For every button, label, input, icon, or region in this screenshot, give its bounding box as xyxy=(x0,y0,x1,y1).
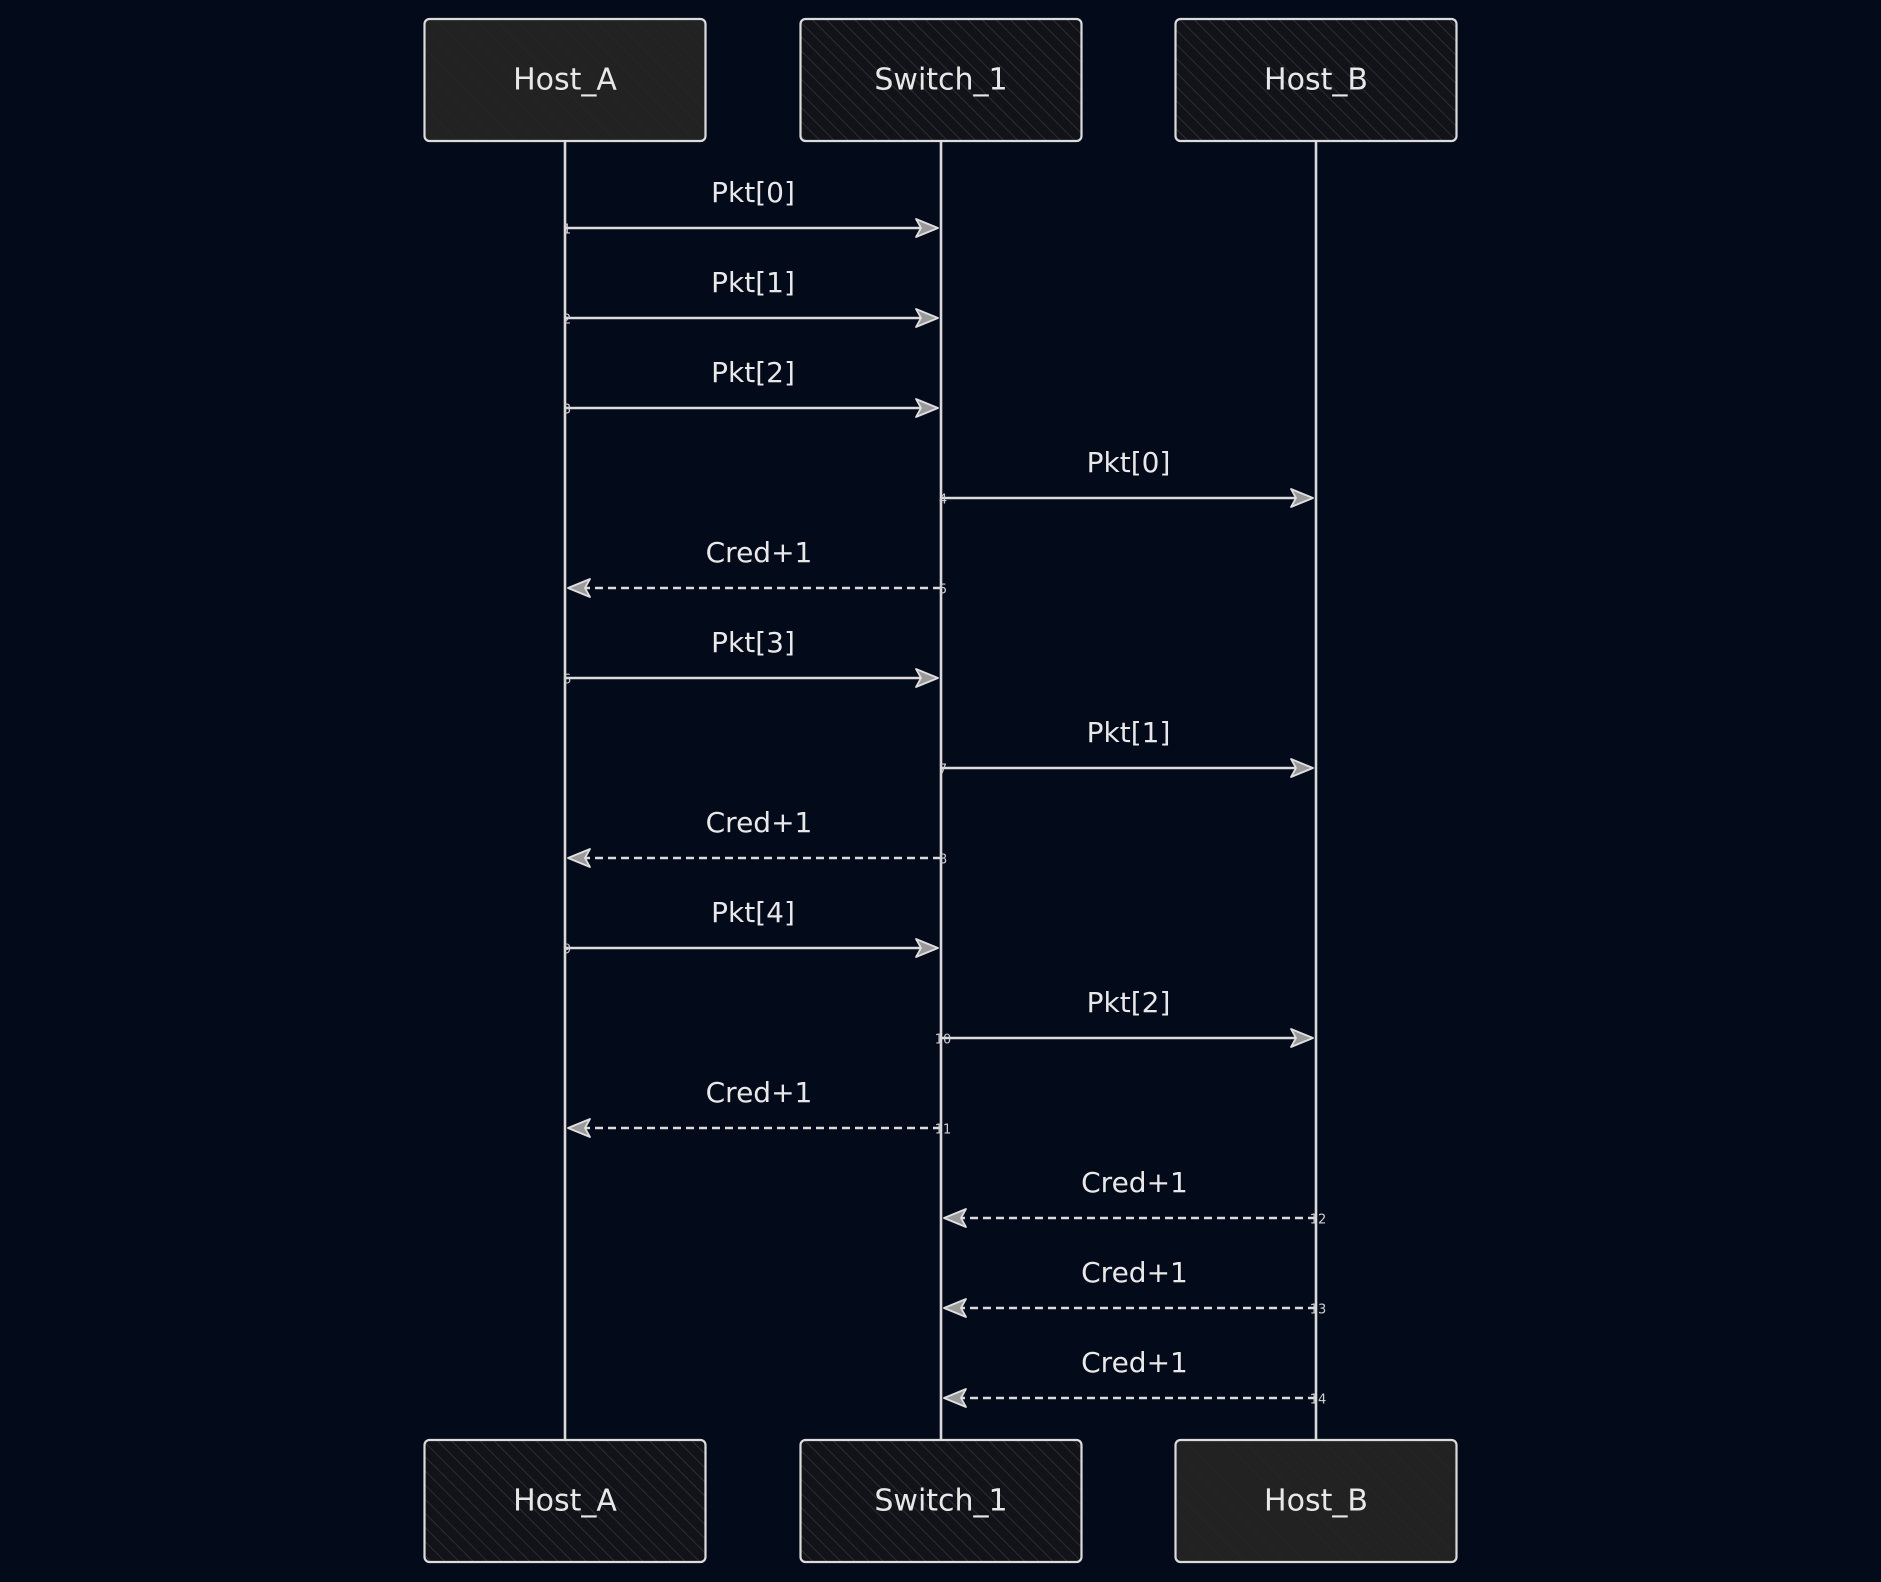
message-label: Pkt[0] xyxy=(1087,446,1171,479)
message-12: Cred+1 12 xyxy=(943,1166,1327,1228)
participants-bottom: Host_A Switch_1 Host_B xyxy=(423,1438,1458,1564)
message-13: Cred+1 13 xyxy=(943,1256,1327,1318)
message-label: Cred+1 xyxy=(1081,1166,1188,1199)
message-1: Pkt[0] 1 xyxy=(563,176,939,238)
sequence-number: 6 xyxy=(563,673,571,688)
arrowhead-icon xyxy=(567,578,591,598)
message-label: Cred+1 xyxy=(706,806,813,839)
participant-box xyxy=(1174,1438,1458,1564)
participant-label: Host_B xyxy=(1264,1484,1368,1519)
sequence-number: 1 xyxy=(563,223,571,238)
message-label: Pkt[2] xyxy=(711,356,795,389)
message-label: Pkt[1] xyxy=(711,266,795,299)
participant-host-b-top: Host_B xyxy=(1174,17,1458,143)
message-label: Pkt[0] xyxy=(711,176,795,209)
arrowhead-icon xyxy=(915,218,939,238)
message-6: Pkt[3] 6 xyxy=(563,626,939,688)
message-label: Pkt[4] xyxy=(711,896,795,929)
participant-box xyxy=(1174,17,1458,143)
message-10: Pkt[2] 10 xyxy=(935,986,1314,1048)
participant-label: Host_A xyxy=(513,63,617,98)
message-label: Cred+1 xyxy=(706,536,813,569)
message-label: Pkt[1] xyxy=(1087,716,1171,749)
participant-host-a-bottom: Host_A xyxy=(423,1438,707,1564)
sequence-number: 12 xyxy=(1310,1213,1327,1228)
message-2: Pkt[1] 2 xyxy=(563,266,939,328)
sequence-number: 13 xyxy=(1310,1303,1327,1318)
arrowhead-icon xyxy=(915,938,939,958)
arrowhead-icon xyxy=(567,848,591,868)
sequence-number: 11 xyxy=(935,1123,952,1138)
arrowhead-icon xyxy=(915,398,939,418)
participant-box xyxy=(423,1438,707,1564)
participant-switch-1-bottom: Switch_1 xyxy=(799,1438,1083,1564)
participant-label: Switch_1 xyxy=(874,1484,1007,1519)
sequence-number: 5 xyxy=(939,583,947,598)
sequence-number: 9 xyxy=(563,943,571,958)
arrowhead-icon xyxy=(1290,488,1314,508)
lifelines xyxy=(563,141,1318,1440)
message-9: Pkt[4] 9 xyxy=(563,896,939,958)
arrowhead-icon xyxy=(1290,758,1314,778)
participants-top: Host_A Switch_1 Host_B xyxy=(423,17,1458,143)
arrowhead-icon xyxy=(943,1388,967,1408)
message-14: Cred+1 14 xyxy=(943,1346,1327,1408)
participant-host-b-bottom: Host_B xyxy=(1174,1438,1458,1564)
sequence-number: 8 xyxy=(939,853,947,868)
sequence-number: 10 xyxy=(935,1033,952,1048)
message-label: Cred+1 xyxy=(1081,1346,1188,1379)
sequence-number: 3 xyxy=(563,403,571,418)
participant-box xyxy=(799,17,1083,143)
message-label: Cred+1 xyxy=(706,1076,813,1109)
message-7: Pkt[1] 7 xyxy=(939,716,1314,778)
arrowhead-icon xyxy=(915,668,939,688)
message-4: Pkt[0] 4 xyxy=(939,446,1314,508)
participant-box xyxy=(423,17,707,143)
message-3: Pkt[2] 3 xyxy=(563,356,939,418)
message-label: Cred+1 xyxy=(1081,1256,1188,1289)
participant-label: Host_B xyxy=(1264,63,1368,98)
message-label: Pkt[3] xyxy=(711,626,795,659)
message-11: Cred+1 11 xyxy=(567,1076,952,1138)
arrowhead-icon xyxy=(915,308,939,328)
message-label: Pkt[2] xyxy=(1087,986,1171,1019)
messages: Pkt[0]1Pkt[1]2Pkt[2]3Pkt[0]4Cred+15Pkt[3… xyxy=(563,176,1326,1408)
sequence-number: 14 xyxy=(1310,1393,1327,1408)
message-8: Cred+1 8 xyxy=(567,806,947,868)
sequence-number: 4 xyxy=(939,493,947,508)
participant-box xyxy=(799,1438,1083,1564)
arrowhead-icon xyxy=(943,1208,967,1228)
arrowhead-icon xyxy=(567,1118,591,1138)
arrowhead-icon xyxy=(943,1298,967,1318)
participant-host-a-top: Host_A xyxy=(423,17,707,143)
sequence-number: 2 xyxy=(563,313,571,328)
arrowhead-icon xyxy=(1290,1028,1314,1048)
message-5: Cred+1 5 xyxy=(567,536,947,598)
sequence-number: 7 xyxy=(939,763,947,778)
participant-label: Switch_1 xyxy=(874,63,1007,98)
participant-label: Host_A xyxy=(513,1484,617,1519)
participant-switch-1-top: Switch_1 xyxy=(799,17,1083,143)
